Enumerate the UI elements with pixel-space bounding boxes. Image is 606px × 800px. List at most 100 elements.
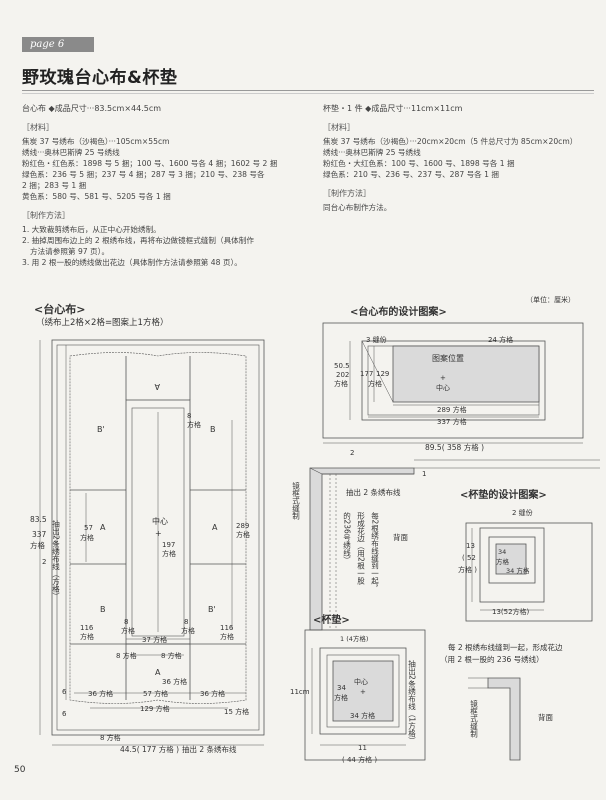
material-line: 绣线···奥林巴斯牌 25 号绣线 [22,148,120,157]
grid-24: 24 方格 [488,335,513,344]
coaster-frame [304,629,426,761]
materials-heading: ［材料］ [323,123,355,132]
method-step: 3. 用 2 根一股的绣线做出花边（具体制作方法请参照第 48 页）。 [22,258,242,267]
coaster-corner-ext [468,677,488,689]
coaster-34: 34 [337,684,346,692]
material-line: 粉红色・大红色系：100 号、1600 号、1898 号各 1 捆 [323,159,515,168]
corner-mirror: 镜框式缝制 [291,481,300,521]
pull-thread-bottom: 抽出 2 条绣布线 [182,744,237,754]
coaster-outer [319,647,407,735]
coaster-mirror: 镜框式缝制 [469,699,478,739]
coaster-design-frame [465,522,593,622]
corner-1: 1 [422,470,426,478]
title-rule-thin [22,93,594,94]
design-h-202: 202 [336,371,349,379]
height-fg: 方格 [30,540,45,550]
design-center-plus: + [440,374,446,382]
table-runner-info: 台心布 ◆成品尺寸···83.5cm×44.5cm ［材料］ 焦炭 37 号绣布… [22,103,312,268]
page-tag: page 6 [22,37,94,52]
corner-extend [414,459,600,469]
material-line: 绣线···奥林巴斯牌 25 号绣线 [323,148,421,157]
dim-fange: 方格 [187,420,201,429]
material-line: 粉红色・红色系：1898 号 5 捆；100 号、1600 号各 4 捆；160… [22,159,278,168]
method-step: 同台心布制作方法。 [323,203,392,212]
material-line: 焦炭 37 号绣布（沙褐色）···105cm×55cm [22,137,170,146]
design-w-337: 337 方格 [437,417,467,426]
dim-36-right: 36 方格 [200,689,225,698]
coaster-back: 背面 [538,712,553,722]
corner-pull: 抽出 2 条绣布线 [346,487,401,497]
corner-text3: 的236号绣线） [342,511,351,564]
coaster-w44: ( 44 方格 ) [342,755,377,764]
height-835: 83.5 [30,515,47,524]
coaster-design-34b: 34 方格 [506,566,530,575]
dim-116-right-fg: 方格 [220,632,234,641]
design-h-fg: 方格 [334,379,348,388]
material-line: 绿色系：210 号、236 号、237 号、287 号各 1 捆 [323,170,500,179]
label-bp-left: B' [97,425,105,434]
design-outer [361,340,546,421]
coaster-note2: （用 2 根一股的 236 号绣线） [440,654,544,664]
design-h-129: 129 [376,370,389,378]
coaster-design-mid [488,536,536,584]
design-title: <台心布的设计图案> [350,305,447,318]
corner-text1: 每2根绣布线缝到一起， [370,511,379,592]
corner-2: 2 [350,449,354,457]
center-label: 中心 [152,516,168,526]
coaster-h11: 11cm [290,688,310,696]
dim-8-b: 8 [184,618,188,626]
center-inner [131,407,185,637]
diag [361,340,394,403]
runner-subtitle: （绣布上2格×2格=图案上1方格） [36,317,168,328]
page-title: 野玫瑰台心布&杯垫 [22,68,178,88]
dim-36-center: 36 方格 [162,677,187,686]
label-a-left: A [100,523,106,532]
dim-289: 289 [236,522,249,530]
left-6a: 6 [62,688,67,696]
coaster-w11: 11 [358,744,367,752]
thread-lines [329,474,337,630]
material-line: 焦炭 37 号绣布（沙褐色）···20cm×20cm（5 件总尺寸为 85cm×… [323,137,578,146]
coaster-note1: 每 2 根绣布线缝到一起，形成花边 [448,642,563,652]
label-a-bottom: A [155,668,161,677]
lace-outline [69,352,247,704]
dim-8x2-b: 8 方格 [161,651,182,660]
coaster-design-outer [479,527,545,603]
title-rule [22,90,594,91]
design-w-895: 89.5( 358 方格 ) [425,442,484,452]
design-center: 中心 [436,383,450,392]
dim-197-fg: 方格 [162,549,176,558]
coaster-info: 杯垫・1 件 ◆成品尺寸···11cm×11cm ［材料］ 焦炭 37 号绣布（… [323,103,598,213]
design-h-177: 177 [360,370,373,378]
dim-8x2-a: 8 方格 [116,651,137,660]
page-number: 50 [14,765,26,775]
left-2: 2 [42,558,46,566]
coaster-center: 中心 [354,677,368,686]
label-bp-right: B' [208,605,216,614]
dim-37: 37 方格 [142,635,167,644]
corner-text2: 形成花边（用2根一股 [356,512,365,586]
dim-289-fg: 方格 [236,530,250,539]
coaster-design-13: 13 [466,542,475,550]
design-frame [322,322,584,439]
method-step: 1. 大致裁剪绣布后，从正中心开始绣制。 [22,225,161,234]
coaster-top: 1 (4方格) [340,634,368,643]
dim-8-a: 8 [124,618,128,626]
material-line: 2 捆；283 号 1 捆 [22,181,87,190]
design-w-289: 289 方格 [437,405,467,414]
method-step: 方法请参照第 97 页）。 [30,247,110,256]
coaster-design-fg: 方格 ) [458,565,477,574]
coaster-design-seam: 2 缝份 [512,508,533,517]
dim-8-a-fg: 方格 [121,626,135,635]
dim-8-b-fg: 方格 [181,626,195,635]
unit-label: （单位：厘米） [526,295,575,304]
dim-197: 197 [162,541,175,549]
dim-8: 8 [187,412,191,420]
left-6b: 6 [62,710,67,718]
corner-miter [309,467,323,475]
dim-129: 129 方格 [140,704,170,713]
coaster-34-fg: 方格 [334,693,348,702]
label-a-top: A [154,382,160,391]
